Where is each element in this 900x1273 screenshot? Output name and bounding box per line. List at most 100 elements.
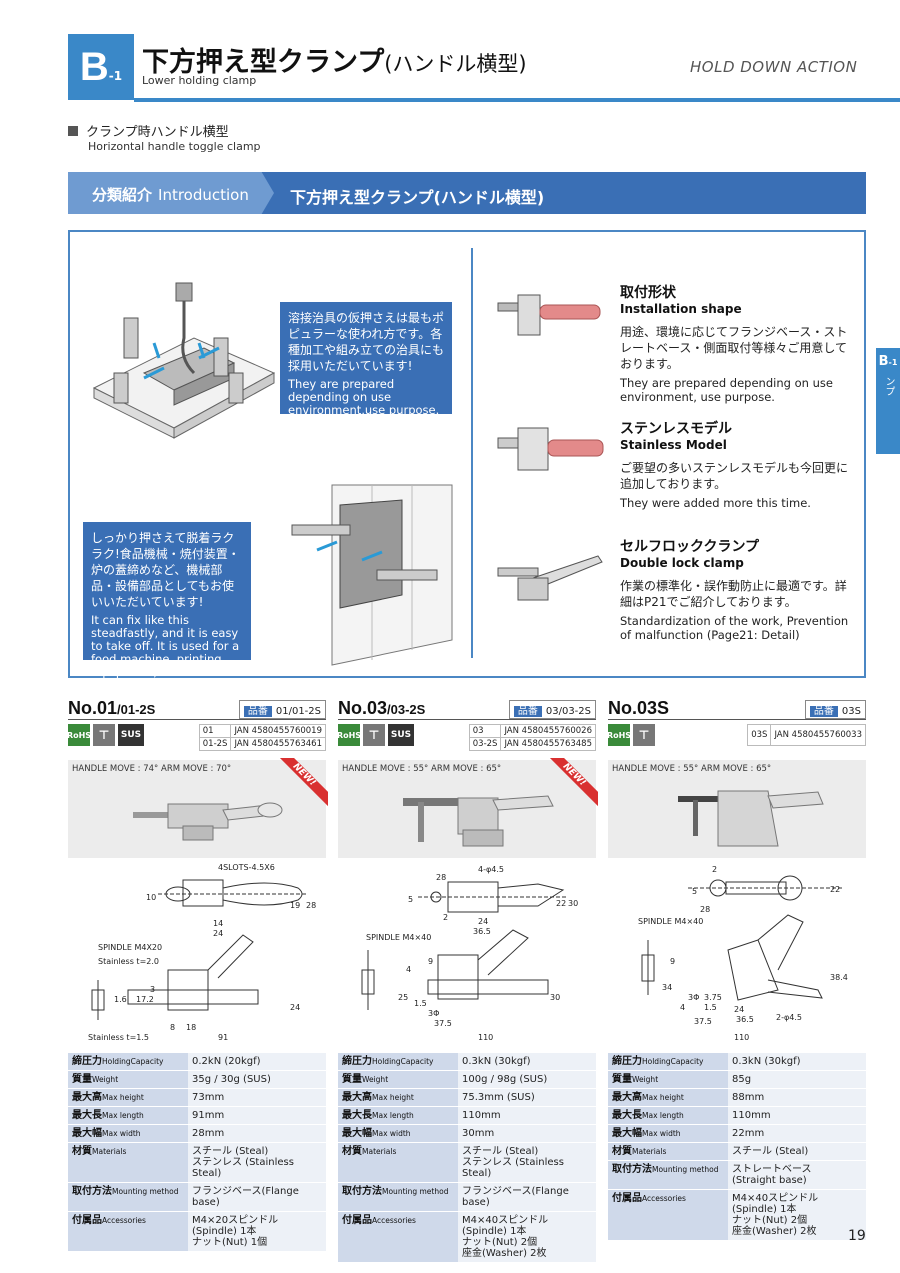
svg-text:10: 10 <box>146 893 156 902</box>
spec-key: 締圧力HoldingCapacity <box>338 1053 458 1071</box>
spec-value: スチール (Steal) <box>728 1142 866 1161</box>
product-photo: HANDLE MOVE : 74° ARM MOVE : 70° NEW! <box>68 758 328 858</box>
product-number: No.03/03-2S <box>338 698 426 718</box>
spec-key: 最大高Max height <box>338 1088 458 1107</box>
svg-text:4: 4 <box>680 1003 685 1012</box>
spec-key: 締圧力HoldingCapacity <box>68 1053 188 1071</box>
stainless-model-illustration <box>497 427 604 471</box>
svg-text:2: 2 <box>443 913 448 922</box>
svg-text:3Φ: 3Φ <box>688 993 699 1002</box>
spec-key: 取付方法Mounting method <box>608 1160 728 1190</box>
bolt-icon: ⊤ <box>633 724 655 746</box>
header-rule <box>134 98 900 102</box>
side-index-tab[interactable]: B-1 下方押え型クランプ <box>876 348 900 454</box>
spec-value: 28mm <box>188 1124 326 1143</box>
spec-value: 73mm <box>188 1088 326 1107</box>
move-angle: HANDLE MOVE : 55° ARM MOVE : 65° <box>612 764 772 774</box>
section-badge: B -1 <box>68 34 134 100</box>
spec-key: 最大長Max length <box>68 1106 188 1125</box>
spec-value: フランジベース(Flange base) <box>188 1182 326 1212</box>
svg-text:3Φ: 3Φ <box>428 1009 439 1018</box>
double-lock-illustration <box>497 555 603 601</box>
dimension-drawing-03: 4-φ4.5 28 5 2 22 30 24 36.5 SPINDLE M4×4… <box>361 865 578 1042</box>
svg-text:17.2: 17.2 <box>136 995 154 1004</box>
svg-text:4: 4 <box>406 965 411 974</box>
spec-value: M4×40スピンドル(Spindle) 1本ナット(Nut) 2個座金(Wash… <box>458 1211 596 1263</box>
svg-text:110: 110 <box>734 1033 749 1042</box>
spec-value: スチール (Steal)ステンレス (Stainless Steal) <box>188 1142 326 1183</box>
spec-value: 110mm <box>728 1106 866 1125</box>
spec-value: 75.3mm (SUS) <box>458 1088 596 1107</box>
spec-value: 85g <box>728 1070 866 1089</box>
spec-value: M4×40スピンドル(Spindle) 1本ナット(Nut) 2個座金(Wash… <box>728 1189 866 1241</box>
spec-value: 30mm <box>458 1124 596 1143</box>
spec-key: 材質Materials <box>338 1142 458 1183</box>
spec-value: 88mm <box>728 1088 866 1107</box>
svg-text:5: 5 <box>692 887 697 896</box>
svg-text:110: 110 <box>478 1033 493 1042</box>
spec-value: 0.2kN (20kgf) <box>188 1053 326 1071</box>
bolt-icon: ⊤ <box>93 724 115 746</box>
svg-text:36.5: 36.5 <box>473 927 491 936</box>
intro-band-title: 下方押え型クランプ(ハンドル横型) <box>290 188 545 207</box>
page-title-paren: (ハンドル横型) <box>384 52 527 76</box>
badge-letter: B <box>79 45 109 89</box>
spec-key: 最大長Max length <box>338 1106 458 1125</box>
bolt-icon: ⊤ <box>363 724 385 746</box>
spec-value: スチール (Steal)ステンレス (Stainless Steal) <box>458 1142 596 1183</box>
product-number: No.01/01-2S <box>68 698 156 718</box>
svg-text:SPINDLE M4X20: SPINDLE M4X20 <box>98 943 162 952</box>
clamp-photo-illustration <box>133 802 283 841</box>
spec-value: 100g / 98g (SUS) <box>458 1070 596 1089</box>
svg-text:22: 22 <box>830 885 840 894</box>
feature-installation-shape: 取付形状 Installation shape 用途、環境に応じてフランジベース… <box>620 285 848 404</box>
installation-shape-illustration <box>497 294 601 336</box>
product-number: No.03S <box>608 698 670 718</box>
spec-value: 22mm <box>728 1124 866 1143</box>
svg-text:37.5: 37.5 <box>694 1017 712 1026</box>
svg-text:22: 22 <box>556 899 566 908</box>
svg-text:24: 24 <box>478 917 488 926</box>
section-heading-en: Horizontal handle toggle clamp <box>88 140 261 153</box>
svg-text:18: 18 <box>186 1023 196 1032</box>
page-number: 19 <box>848 1228 866 1244</box>
svg-text:34: 34 <box>662 983 672 992</box>
rohs-icon: RoHS <box>337 724 361 746</box>
feature-double-lock: セルフロッククランプ Double lock clamp 作業の標準化・誤作動防… <box>620 539 849 642</box>
spec-key: 付属品Accessories <box>608 1189 728 1241</box>
spec-key: 最大幅Max width <box>68 1124 188 1143</box>
sus-icon: SUS <box>118 724 144 746</box>
badge-sub: -1 <box>108 69 123 83</box>
side-tab-label: 下方押え型クランプ <box>883 376 900 446</box>
svg-text:Stainless t=2.0: Stainless t=2.0 <box>98 957 159 966</box>
feature-stainless-model: ステンレスモデル Stainless Model ご要望の多いステンレスモデルも… <box>620 421 849 510</box>
svg-text:9: 9 <box>670 957 675 966</box>
svg-text:24: 24 <box>734 1005 744 1014</box>
spec-key: 材質Materials <box>608 1142 728 1161</box>
spec-value: 91mm <box>188 1106 326 1125</box>
